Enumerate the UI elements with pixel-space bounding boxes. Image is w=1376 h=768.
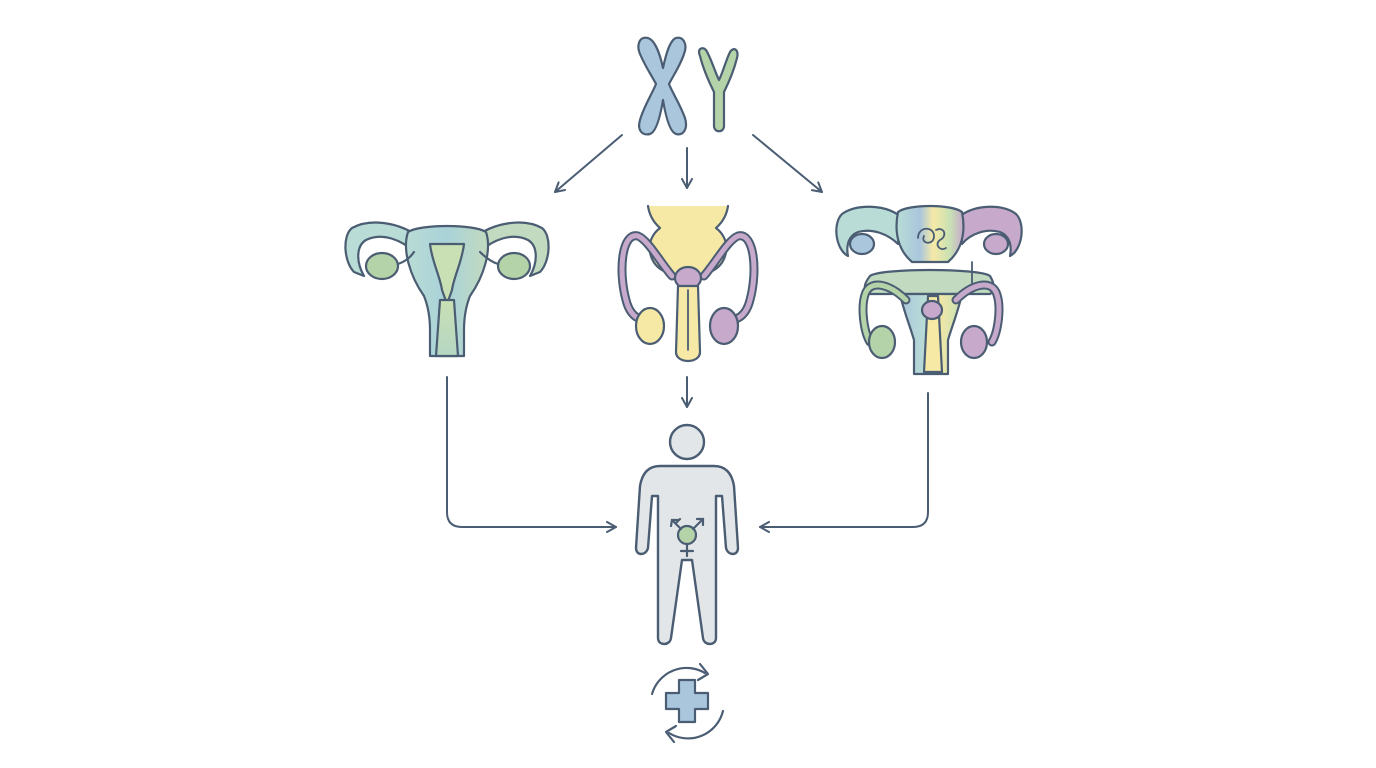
arrow-xy-to-female bbox=[554, 134, 623, 193]
arrow-intersex-to-person bbox=[759, 392, 929, 533]
arrows bbox=[446, 134, 929, 533]
chromosome-x-icon bbox=[637, 36, 688, 136]
combined-reproductive-icon bbox=[835, 204, 1023, 376]
intersex-symbol-icon bbox=[669, 517, 705, 558]
person-head bbox=[668, 423, 706, 461]
male-reproductive-icon bbox=[617, 204, 759, 363]
chromosome-y-icon bbox=[698, 47, 739, 133]
medical-cross-cycle-icon bbox=[650, 662, 725, 744]
uterus-ovaries-icon bbox=[344, 221, 550, 358]
arrow-xy-to-intersex bbox=[752, 134, 823, 193]
xy-chromosomes-icon: X Y bbox=[637, 36, 739, 136]
arrow-female-to-person bbox=[446, 376, 617, 533]
